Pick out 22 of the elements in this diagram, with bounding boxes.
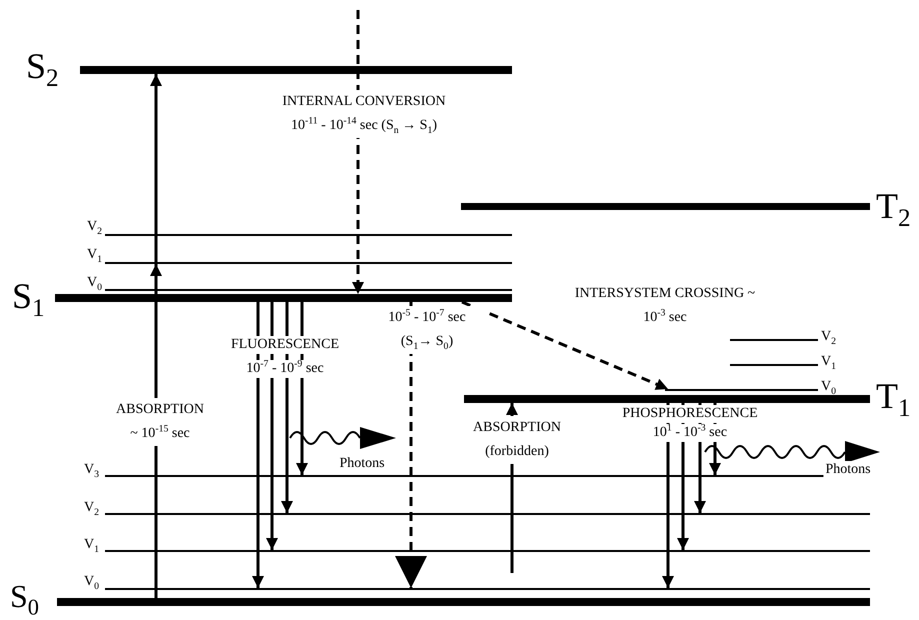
- level-label: V$_{2}$: [821, 330, 836, 344]
- text-label: PHOSPHORESCENCE: [620, 405, 760, 424]
- level-label: V$_{0}$: [87, 276, 102, 290]
- arrow: [266, 302, 278, 550]
- level-label: V$_{1}$: [84, 538, 100, 552]
- level-label: V$_{3}$: [84, 463, 100, 477]
- state-label: S$_{2}$: [26, 48, 59, 84]
- text-label: 10$^{-7}$ - 10$^{-9}$ sec: [244, 360, 326, 378]
- level-label: V$_{0}$: [821, 380, 836, 394]
- level-label: V$_{1}$: [821, 355, 836, 369]
- level-label: V$_{2}$: [84, 501, 100, 515]
- text-label: FLUORESCENCE: [228, 336, 342, 354]
- level-label: V$_{1}$: [87, 248, 102, 262]
- text-label: Photons: [823, 461, 873, 480]
- state-label: T$_{1}$: [876, 378, 911, 414]
- state-label: T$_{2}$: [876, 188, 911, 224]
- dashed-arrow: [461, 300, 669, 390]
- arrow: [150, 74, 162, 262]
- state-label: S$_{1}$: [12, 278, 45, 314]
- level-label: V$_{0}$: [84, 575, 100, 589]
- level-label: V$_{2}$: [87, 220, 102, 234]
- arrow: [252, 302, 264, 588]
